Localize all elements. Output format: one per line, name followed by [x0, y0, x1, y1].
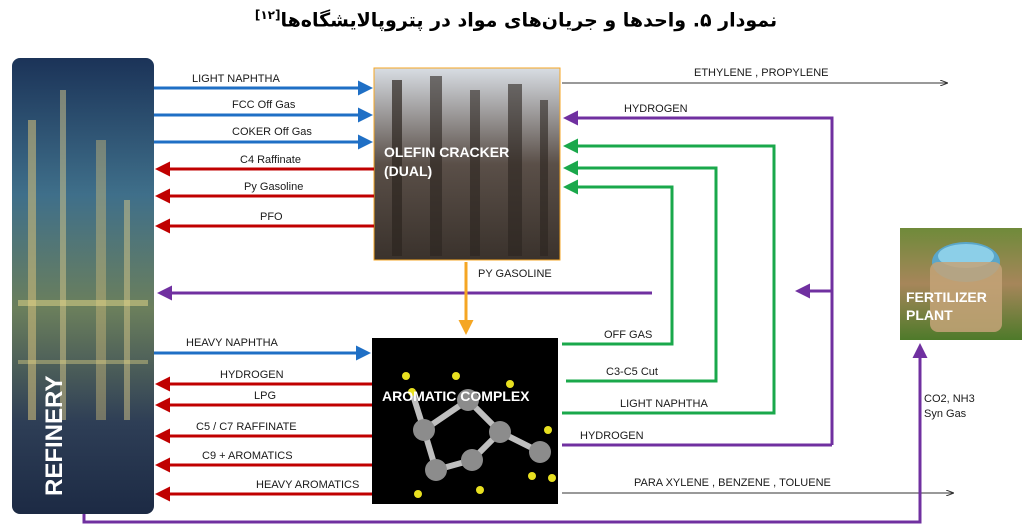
flow-py-gasoline-back: Py Gasoline — [155, 181, 374, 204]
label-light-naphtha-arom: LIGHT NAPHTHA — [620, 398, 708, 410]
label-py-gasoline-down: PY GASOLINE — [478, 268, 552, 280]
label-coker-off-gas: COKER Off Gas — [232, 126, 312, 138]
label-syn-gas: Syn Gas — [924, 408, 967, 420]
flow-c9-aromatics: C9 + AROMATICS — [155, 450, 372, 473]
flow-paraxylene: PARA XYLENE , BENZENE , TOLUENE — [562, 477, 954, 493]
fertilizer-label-line2: PLANT — [906, 307, 953, 323]
fertilizer-label-line1: FERTILIZER — [906, 289, 987, 305]
flow-light-naphtha-arom: LIGHT NAPHTHA — [562, 138, 776, 415]
flow-c5c7-raffinate: C5 / C7 RAFFINATE — [155, 421, 372, 444]
label-paraxylene: PARA XYLENE , BENZENE , TOLUENE — [634, 477, 831, 489]
label-off-gas: OFF GAS — [604, 329, 652, 341]
flow-lpg: LPG — [155, 390, 372, 413]
flow-heavy-naphtha: HEAVY NAPHTHA — [154, 337, 371, 361]
label-pfo: PFO — [260, 211, 283, 223]
label-heavy-aromatics: HEAVY AROMATICS — [256, 479, 359, 491]
flow-pfo: PFO — [155, 211, 374, 234]
label-c3c5-cut: C3-C5 Cut — [606, 366, 658, 378]
label-ethylene-propylene: ETHYLENE , PROPYLENE — [694, 67, 829, 79]
refinery-label: REFINERY — [41, 376, 68, 496]
flow-heavy-aromatics: HEAVY AROMATICS — [155, 479, 372, 502]
label-lpg: LPG — [254, 390, 276, 402]
flow-off-gas: OFF GAS — [562, 179, 674, 346]
flow-hydrogen-loop: HYDROGEN HYDROGEN — [562, 103, 834, 447]
olefin-cracker-unit — [373, 67, 561, 261]
label-c5c7-raffinate: C5 / C7 RAFFINATE — [196, 421, 297, 433]
diagram-title: نمودار ۵. واحدها و جریان‌های مواد در پتر… — [0, 8, 1032, 31]
flow-coker-off-gas: COKER Off Gas — [154, 126, 373, 150]
label-py-gasoline-back: Py Gasoline — [244, 181, 303, 193]
label-fcc-off-gas: FCC Off Gas — [232, 99, 296, 111]
label-c9-aromatics: C9 + AROMATICS — [202, 450, 293, 462]
aromatic-complex-unit — [372, 338, 558, 504]
flow-syn-gas: CO2, NH3 Syn Gas — [82, 343, 975, 524]
label-hydrogen-top: HYDROGEN — [624, 103, 688, 115]
olefin-label-line1: OLEFIN CRACKER — [384, 144, 509, 160]
label-co2-nh3: CO2, NH3 — [924, 393, 975, 405]
label-c4-raffinate: C4 Raffinate — [240, 154, 301, 166]
flow-py-gasoline-down: PY GASOLINE — [458, 262, 552, 335]
flow-light-naphtha-in: LIGHT NAPHTHA — [154, 73, 373, 96]
flow-c3c5-cut: C3-C5 Cut — [563, 160, 718, 383]
flow-c4-raffinate: C4 Raffinate — [155, 154, 374, 177]
label-hydrogen-bottom: HYDROGEN — [580, 430, 644, 442]
flow-ethylene-propylene: ETHYLENE , PROPYLENE — [562, 67, 948, 83]
label-hydrogen-arom: HYDROGEN — [220, 369, 284, 381]
title-reference: [۱۲] — [254, 8, 281, 22]
fertilizer-plant-unit — [900, 228, 1022, 340]
flow-hydrogen-arom: HYDROGEN — [155, 369, 372, 392]
aromatic-label: AROMATIC COMPLEX — [382, 388, 530, 404]
refinery-unit — [12, 58, 154, 514]
olefin-label-line2: (DUAL) — [384, 163, 432, 179]
label-light-naphtha-in: LIGHT NAPHTHA — [192, 73, 280, 85]
label-heavy-naphtha: HEAVY NAPHTHA — [186, 337, 279, 349]
title-text: نمودار ۵. واحدها و جریان‌های مواد در پتر… — [280, 9, 778, 32]
flow-fcc-off-gas: FCC Off Gas — [154, 99, 373, 123]
